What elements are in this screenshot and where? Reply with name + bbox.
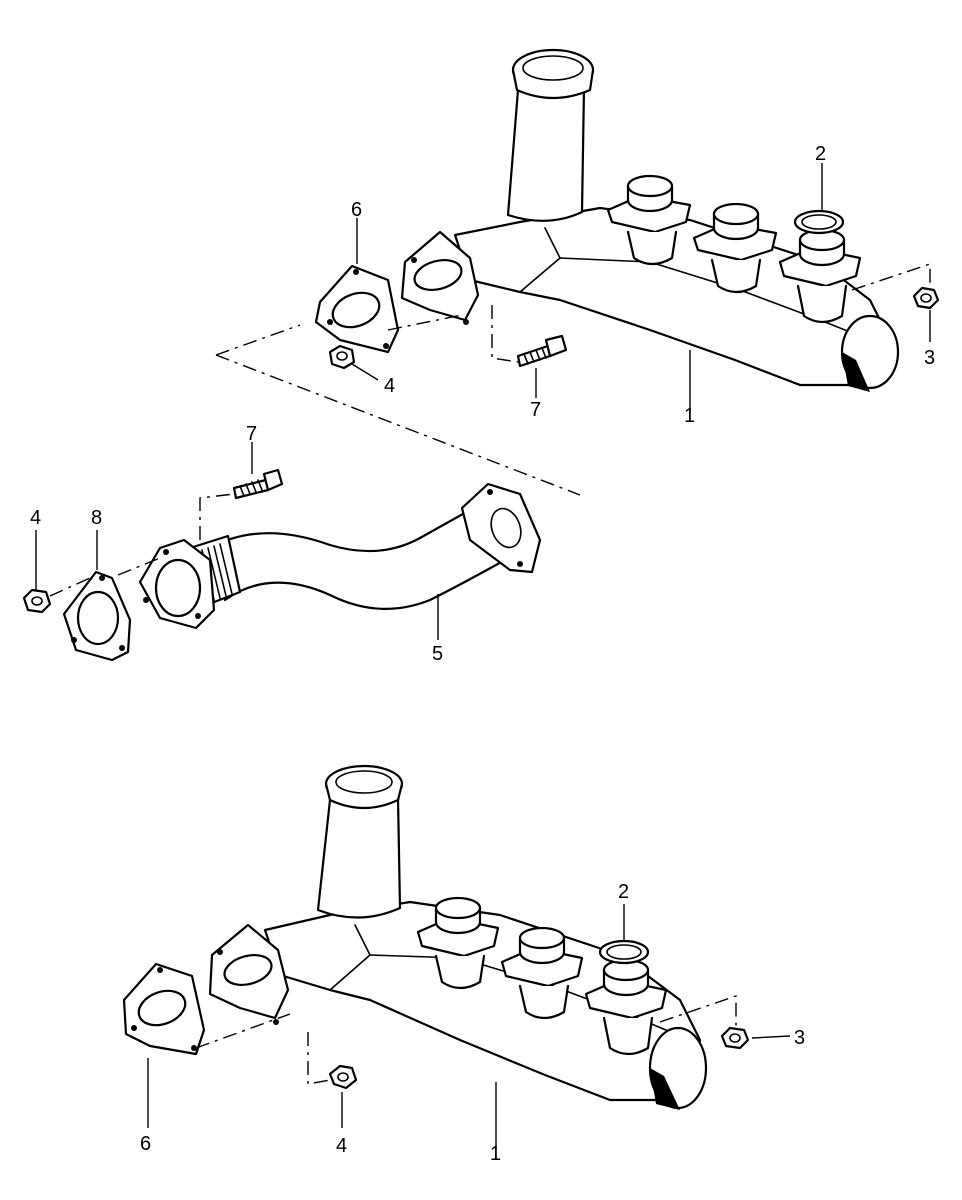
lower-assembly-line-2 xyxy=(307,1032,331,1085)
upper-assembly-line-1 xyxy=(215,314,463,356)
front-callout-5: 5 xyxy=(432,643,443,665)
upper-port-2 xyxy=(692,202,778,294)
upper-callout-1: 1 xyxy=(684,405,695,427)
lower-nut-right xyxy=(720,1026,750,1050)
upper-assembly-line-2 xyxy=(215,354,581,496)
lower-callout-3: 3 xyxy=(794,1027,805,1049)
upper-bolt xyxy=(516,334,568,368)
upper-gasket xyxy=(314,264,400,354)
upper-port-3 xyxy=(778,228,862,324)
front-callout-7: 7 xyxy=(246,423,257,445)
front-pipe-assembly: 7 4 8 5 xyxy=(22,423,542,665)
front-bolt xyxy=(232,468,284,500)
lower-assembly-line-3 xyxy=(659,995,737,1026)
lower-callout-4: 4 xyxy=(336,1135,347,1157)
upper-port-1 xyxy=(606,174,692,266)
front-nut xyxy=(22,588,52,614)
upper-assembly: 1 2 3 4 6 7 xyxy=(215,48,940,496)
upper-callout-7: 7 xyxy=(530,399,541,421)
front-pipe xyxy=(138,482,542,630)
upper-nut-left xyxy=(328,344,356,370)
front-assembly-line-1 xyxy=(199,493,235,540)
front-callout-8: 8 xyxy=(91,507,102,529)
lower-sealing-ring xyxy=(598,939,650,965)
upper-callout-3: 3 xyxy=(924,347,935,369)
upper-callout-2: 2 xyxy=(815,143,826,165)
lower-callout-2: 2 xyxy=(618,881,629,903)
front-callout-4: 4 xyxy=(30,507,41,529)
lower-callout-1: 1 xyxy=(490,1143,501,1165)
upper-manifold xyxy=(400,48,900,392)
upper-assembly-line-3 xyxy=(491,305,519,363)
upper-leader-4 xyxy=(351,363,379,381)
lower-assembly-line-1 xyxy=(195,1013,291,1049)
upper-callout-6: 6 xyxy=(351,199,362,221)
front-gasket xyxy=(62,570,132,662)
upper-sealing-ring xyxy=(793,209,845,235)
lower-nut xyxy=(328,1064,358,1090)
upper-callout-4: 4 xyxy=(384,375,395,397)
upper-assembly-line-4 xyxy=(851,263,931,291)
lower-callout-6: 6 xyxy=(140,1133,151,1155)
lower-port-1 xyxy=(416,896,500,990)
lower-port-3 xyxy=(584,958,668,1056)
lower-gasket xyxy=(122,962,206,1056)
lower-manifold xyxy=(208,764,708,1110)
front-assembly-line-2 xyxy=(49,557,161,597)
lower-leader-3 xyxy=(751,1035,791,1039)
lower-port-2 xyxy=(500,926,584,1020)
upper-nut-right xyxy=(912,286,940,310)
lower-assembly: 2 3 6 4 1 xyxy=(122,764,805,1165)
